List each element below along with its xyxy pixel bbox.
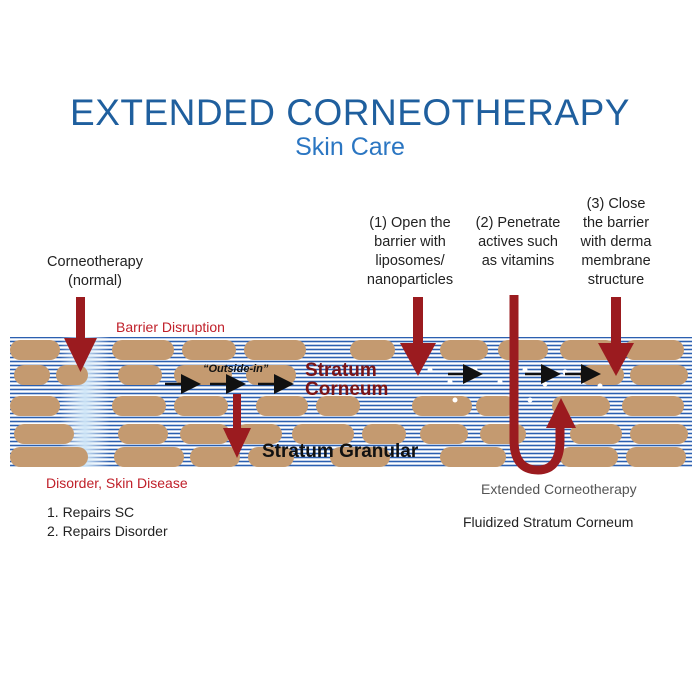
outside-in-arrows bbox=[165, 364, 601, 394]
page-subtitle: Skin Care bbox=[295, 133, 405, 161]
outside-in-label: “Outside-in” bbox=[203, 363, 269, 375]
repairs-item: 2. Repairs Disorder bbox=[47, 523, 168, 539]
step1-label: (1) Open the barrier with liposomes/ nan… bbox=[366, 215, 454, 288]
penetrate-arrow-head bbox=[546, 398, 576, 428]
step2-label: (2) Penetrate actives such as vitamins bbox=[475, 215, 561, 269]
fluidized-sc-label: Fluidized Stratum Corneum bbox=[463, 514, 634, 530]
stratum-granular-label: Stratum Granular bbox=[262, 441, 419, 462]
extended-corneotherapy-label: Extended Corneotherapy bbox=[481, 481, 637, 497]
stratum-corneum-label: Stratum Corneum bbox=[305, 360, 389, 400]
corneotherapy-normal-label: Corneotherapy (normal) bbox=[47, 254, 143, 289]
repairs-list: 1. Repairs SC 2. Repairs Disorder bbox=[47, 503, 168, 541]
barrier-disruption-label: Barrier Disruption bbox=[116, 319, 225, 335]
step3-label: (3) Close the barrier with derma membran… bbox=[580, 196, 652, 288]
red-arrows bbox=[64, 297, 634, 458]
repairs-item: 1. Repairs SC bbox=[47, 504, 135, 520]
page-title: EXTENDED CORNEOTHERAPY bbox=[70, 92, 630, 133]
disorder-label: Disorder, Skin Disease bbox=[46, 475, 188, 491]
penetrate-arrow bbox=[509, 295, 565, 475]
